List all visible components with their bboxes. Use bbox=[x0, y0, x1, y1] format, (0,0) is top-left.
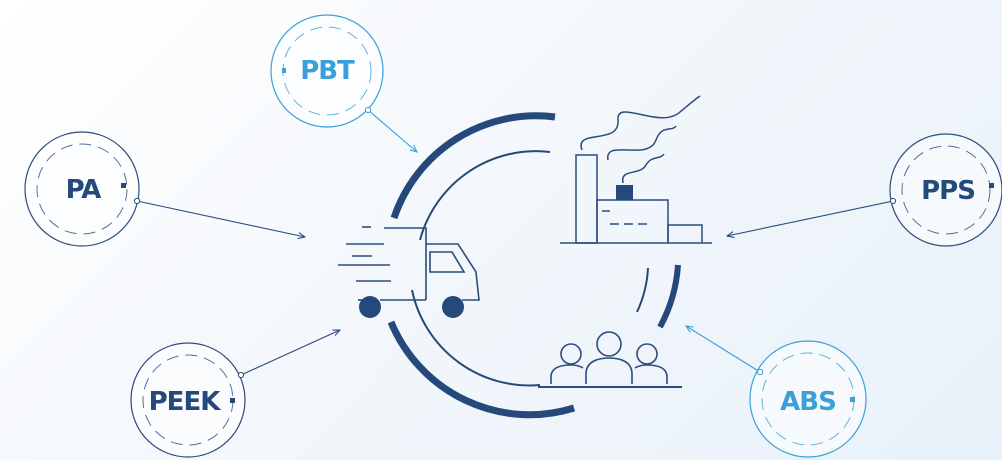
node-pbt: PBT bbox=[270, 14, 384, 128]
node-peek: PEEK bbox=[130, 342, 246, 458]
inner-arc-right bbox=[636, 267, 649, 313]
label-pbt: PBT bbox=[300, 56, 355, 86]
inner-arc-bottom bbox=[411, 289, 541, 387]
outer-arc-right bbox=[657, 264, 681, 329]
node-pa: PA bbox=[24, 131, 141, 247]
outer-arc-top bbox=[390, 112, 556, 220]
label-abs: ABS bbox=[780, 387, 836, 417]
connector-pbt bbox=[367, 109, 417, 152]
node-pps: PPS bbox=[889, 133, 1002, 247]
label-peek: PEEK bbox=[149, 387, 222, 417]
label-pa: PA bbox=[66, 175, 102, 205]
label-pps: PPS bbox=[921, 176, 975, 206]
connector-pps bbox=[727, 200, 894, 236]
central-cycle bbox=[387, 112, 681, 419]
outer-arc-bottom bbox=[387, 320, 576, 419]
connector-abs bbox=[686, 326, 761, 373]
connector-lines bbox=[136, 109, 894, 376]
connector-pa bbox=[136, 200, 305, 237]
delivery-truck-icon bbox=[338, 226, 480, 318]
node-abs: ABS bbox=[749, 340, 867, 458]
connector-peek bbox=[240, 330, 340, 376]
people-group-icon bbox=[538, 331, 682, 388]
inner-arc-top bbox=[419, 150, 551, 241]
factory-icon bbox=[560, 95, 712, 244]
